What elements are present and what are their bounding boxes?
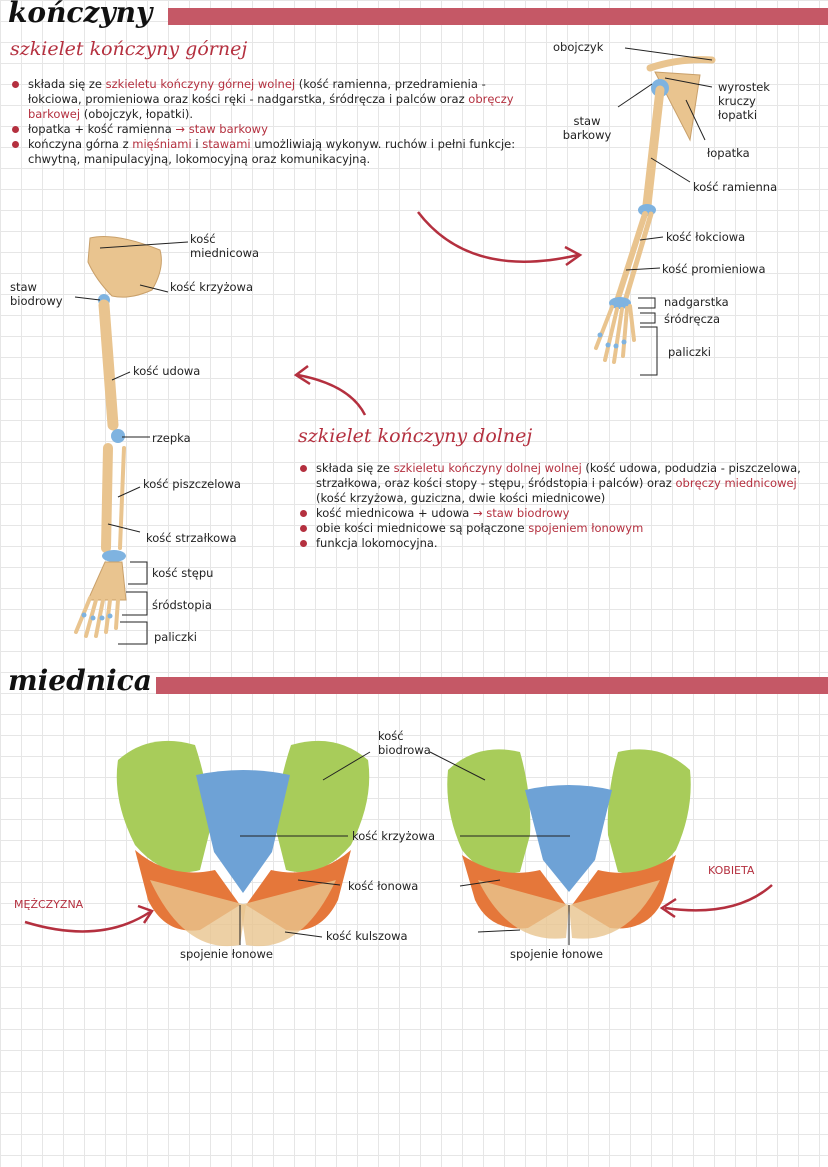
arrow-head-icon <box>137 904 154 924</box>
label-sacrum: kość krzyżowa <box>352 829 436 843</box>
label-metatarsals: śródstopia <box>152 598 212 612</box>
section-title-pelvis: miednica <box>8 664 152 697</box>
label-phalanges: paliczki <box>154 630 197 644</box>
upper-limb-leader-lines <box>617 47 713 376</box>
arrow-icon <box>24 910 151 933</box>
upper-limb-notes: składa się ze szkieletu kończyny górnej … <box>10 77 540 167</box>
label-scapula: łopatka <box>707 146 750 160</box>
label-ulna: kość łokciowa <box>666 230 746 244</box>
label-coracoid-process: wyrostek kruczy łopatki <box>718 80 770 122</box>
label-ilium: kość biodrowa <box>378 729 431 757</box>
list-item: funkcja lokomocyjna. <box>298 536 808 551</box>
label-carpals: nadgarstka <box>664 295 729 309</box>
label-pubis: kość łonowa <box>348 879 419 893</box>
label-hip-joint: staw biodrowy <box>10 280 63 308</box>
label-pubic-symphysis-female: spojenie łonowe <box>510 947 603 961</box>
lower-limb-leader-lines <box>74 241 189 645</box>
label-hip-bone: kość miednicowa <box>190 232 260 260</box>
label-male: MĘŻCZYZNA <box>14 898 84 911</box>
title-bar <box>168 8 828 25</box>
arrow-head-icon <box>293 365 311 386</box>
label-fibula: kość strzałkowa <box>146 531 237 545</box>
list-item: kość miednicowa + udowa → staw biodrowy <box>298 506 808 521</box>
list-item: łopatka + kość ramienna → staw barkowy <box>10 122 540 137</box>
label-ischium: kość kulszowa <box>326 929 408 943</box>
label-patella: rzepka <box>152 431 191 445</box>
list-item: składa się ze szkieletu kończyny górnej … <box>10 77 540 122</box>
lower-limb-notes: składa się ze szkieletu kończyny dolnej … <box>298 461 808 551</box>
male-pelvis <box>116 740 370 947</box>
label-phalanges: paliczki <box>668 345 711 359</box>
lower-limb-subtitle: szkielet kończyny dolnej <box>298 425 533 447</box>
label-pubic-symphysis-male: spojenie łonowe <box>180 947 273 961</box>
upper-limb-subtitle: szkielet kończyny górnej <box>10 38 248 60</box>
arrow-head-icon <box>659 897 677 919</box>
label-femur: kość udowa <box>133 364 201 378</box>
label-metacarpals: śródręcza <box>664 312 721 326</box>
list-item: obie kości miednicowe są połączone spoje… <box>298 521 808 536</box>
title-bar <box>156 677 828 694</box>
label-tibia: kość piszczelowa <box>143 477 241 491</box>
arrow-icon <box>417 211 579 263</box>
arrow-icon <box>664 884 773 912</box>
label-clavicle: obojczyk <box>553 40 604 54</box>
pelvis-leader-lines <box>239 751 570 945</box>
label-tarsals: kość stępu <box>152 566 214 580</box>
label-shoulder-joint: staw barkowy <box>562 114 612 142</box>
list-item: kończyna górna z mięśniami i stawami umo… <box>10 137 540 167</box>
arrow-icon <box>297 373 367 416</box>
lower-limb-skeleton <box>74 236 162 638</box>
upper-limb-skeleton <box>594 56 716 364</box>
label-humerus: kość ramienna <box>693 180 778 194</box>
female-pelvis <box>447 749 691 939</box>
label-female: KOBIETA <box>708 864 755 877</box>
arrow-head-icon <box>564 245 583 267</box>
section-title-limbs: kończyny <box>8 0 153 29</box>
label-sacrum: kość krzyżowa <box>170 280 254 294</box>
list-item: składa się ze szkieletu kończyny dolnej … <box>298 461 808 506</box>
label-radius: kość promieniowa <box>662 262 766 276</box>
